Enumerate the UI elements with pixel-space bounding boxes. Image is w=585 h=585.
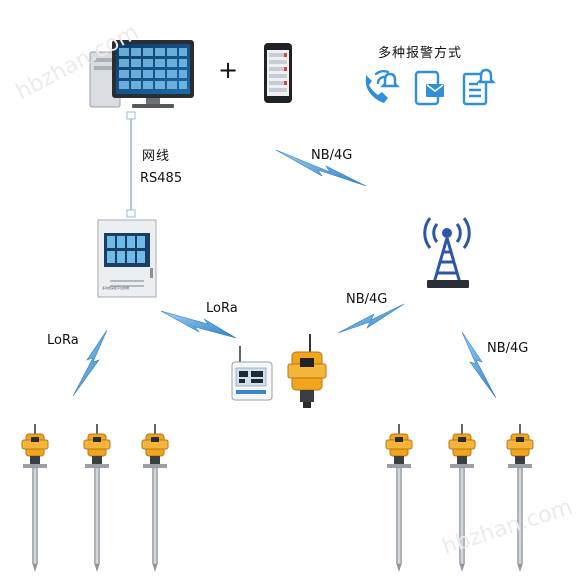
gas-detector xyxy=(287,334,327,408)
mobile-mail-icon xyxy=(414,70,444,106)
nb4g-top-label: NB/4G xyxy=(311,148,353,163)
wireless-bolt-left xyxy=(72,329,108,397)
probe-sensor xyxy=(141,424,169,572)
lora-mid-label: LoRa xyxy=(206,301,238,316)
wireless-bolt-mid-left xyxy=(160,310,237,339)
plus-sign: + xyxy=(218,56,239,84)
probe-sensor xyxy=(385,424,413,572)
rs485-label: RS485 xyxy=(140,171,183,186)
smartphone-icon xyxy=(264,43,292,103)
probe-sensor xyxy=(448,424,476,572)
temp-humidity-meter xyxy=(231,346,273,401)
signal-tower-icon xyxy=(423,217,471,288)
nb4g-right-label: NB/4G xyxy=(487,341,529,356)
probe-sensor xyxy=(83,424,111,572)
wireless-bolt-top xyxy=(275,149,367,187)
nb4g-mid-label: NB/4G xyxy=(346,292,388,307)
document-bell-icon xyxy=(462,68,496,106)
wireless-bolt-mid-right xyxy=(337,303,405,334)
cable-label: 网线 xyxy=(142,149,171,164)
lora-left-label: LoRa xyxy=(47,333,79,348)
cable-line xyxy=(126,111,136,218)
gateway-caption: 多功能采集平台终端 xyxy=(102,286,130,290)
probe-sensor xyxy=(21,424,49,572)
computer-icon xyxy=(89,40,194,108)
gateway-cabinet xyxy=(97,219,157,298)
wireless-bolt-right xyxy=(461,331,497,399)
probe-sensor xyxy=(506,424,534,572)
phone-bell-icon xyxy=(365,70,400,103)
alarm-methods-title: 多种报警方式 xyxy=(378,46,463,61)
